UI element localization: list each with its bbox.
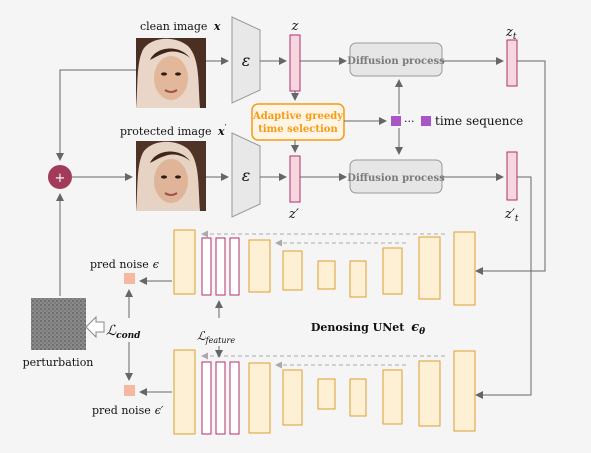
time-sequence-label: time sequence: [435, 114, 523, 128]
time-sequence-dots: ···: [404, 115, 415, 128]
adder-node: [48, 165, 72, 189]
pred-noise-top-square: [124, 273, 135, 284]
time-selection-line1: Adaptive greedy: [252, 111, 344, 122]
z-latent-block: [289, 34, 301, 92]
cond-loss-label: ℒcond: [106, 323, 141, 341]
clean-image-label: clean image x: [140, 20, 221, 33]
zt-prime-label: z′t: [504, 207, 519, 224]
encoder-bottom-symbol: ε: [242, 166, 251, 185]
encoder-top: [231, 16, 261, 104]
z-prime-label: z′: [288, 207, 299, 222]
diffusion-process-bottom-label: Diffusion process: [347, 173, 445, 184]
adder-symbol: +: [55, 171, 66, 186]
encoder-bottom: [231, 132, 261, 218]
time-step-square-1: [391, 116, 401, 126]
unet-bottom: [173, 349, 476, 435]
adaptive-time-selection-box: [251, 103, 345, 141]
gradient-arrow: [85, 315, 105, 339]
feature-loss-label: ℒfeature: [197, 329, 235, 345]
unet-label: Denosing UNet ϵθ: [311, 320, 425, 337]
time-selection-line2: time selection: [258, 124, 338, 135]
zt-latent-block: [506, 39, 518, 87]
diffusion-process-top-label: Diffusion process: [347, 56, 445, 67]
encoder-top-symbol: ε: [242, 51, 251, 70]
perturbation-image: [31, 298, 86, 350]
diffusion-process-top: [349, 42, 443, 77]
perturbation-label: perturbation: [23, 356, 94, 369]
zt-label: zt: [505, 25, 517, 42]
clean-face-image: [136, 38, 206, 108]
protected-face-image: [136, 141, 206, 211]
pred-noise-bottom-square: [124, 385, 135, 396]
zt-prime-latent-block: [506, 151, 518, 201]
time-step-square-2: [421, 116, 431, 126]
unet-top: [173, 229, 476, 306]
z-label: z: [291, 19, 299, 34]
protected-image-label: protected image x′: [120, 124, 227, 138]
z-prime-latent-block: [289, 155, 301, 203]
